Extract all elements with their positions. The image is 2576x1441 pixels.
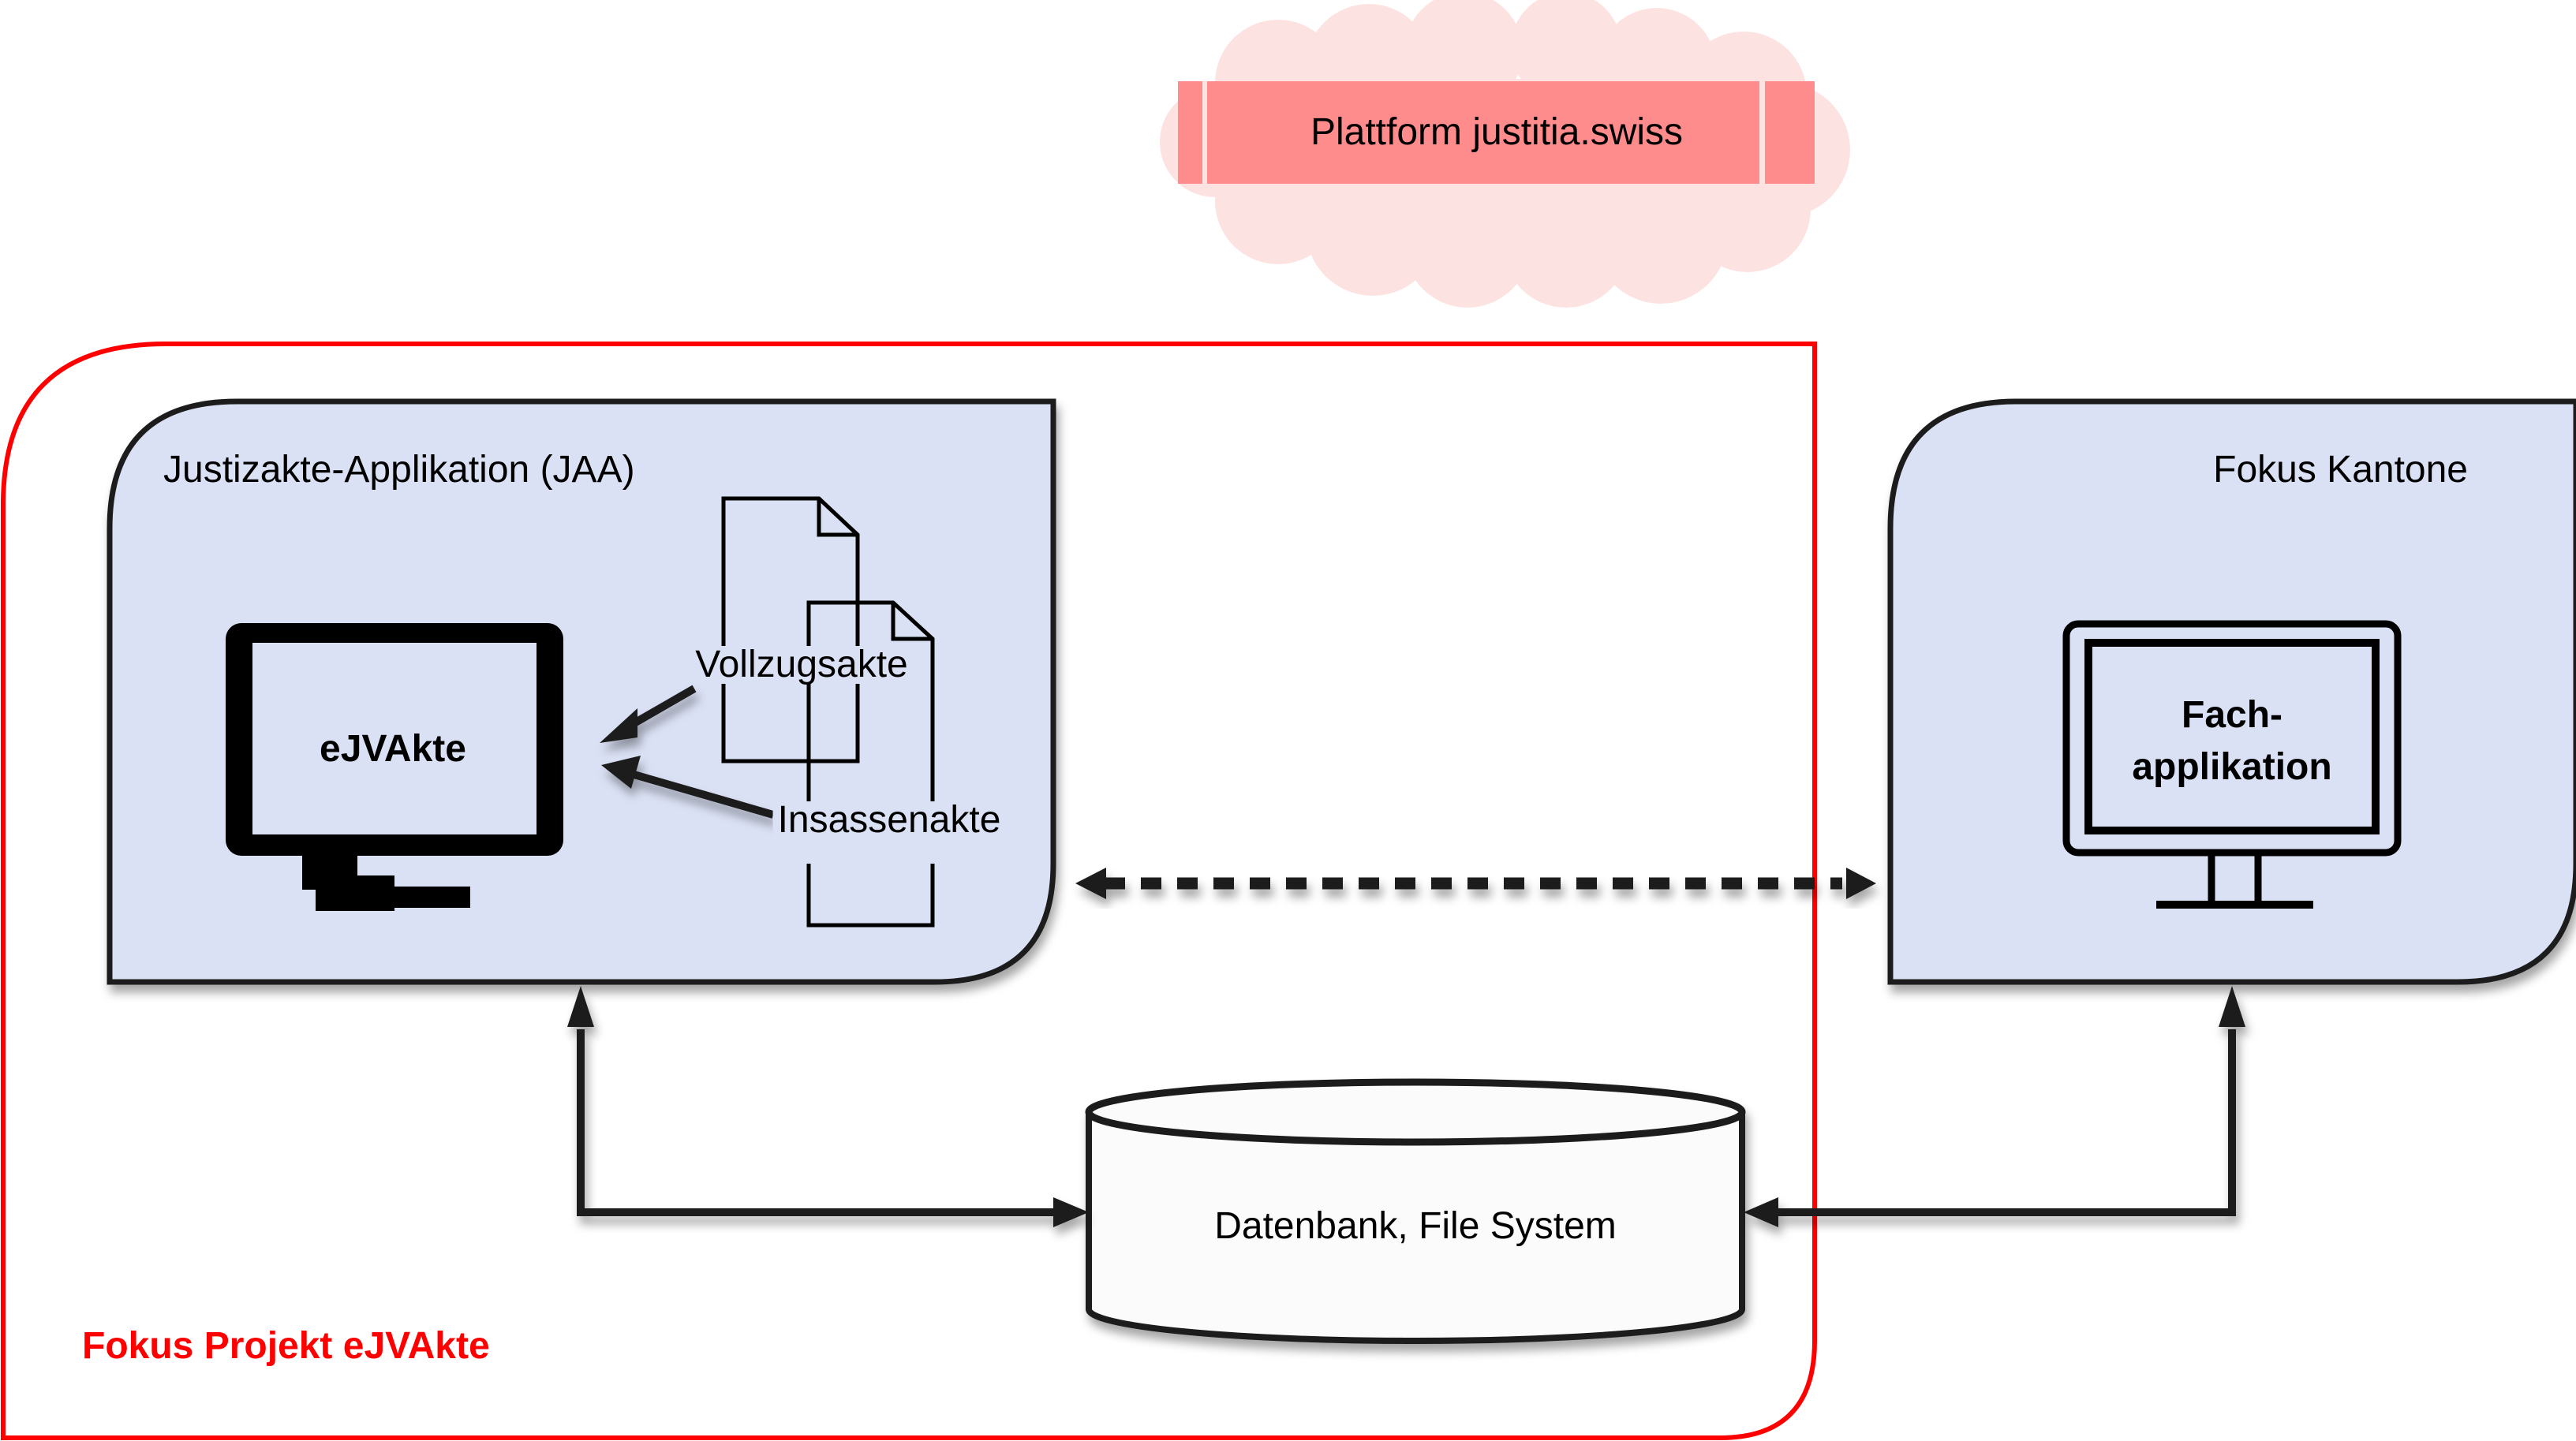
- monitor-icon-outline: [2062, 620, 2402, 909]
- arrowhead-right-icon: [1053, 1197, 1089, 1227]
- arrowhead-icon: [600, 708, 637, 743]
- right-storage-connector: [1744, 986, 2245, 1227]
- document-label-insassenakte: Insassenakte: [772, 801, 1006, 839]
- storage-label: Datenbank, File System: [1214, 1205, 1617, 1247]
- right-panel-title: Fokus Kantone: [2213, 449, 2468, 491]
- platform-band-right-cap: [1765, 81, 1815, 184]
- monitor-icon: [226, 623, 563, 911]
- platform-band-left-cap: [1178, 81, 1202, 184]
- monitor-label-fach: Fach-: [2181, 694, 2283, 736]
- document-arrows: [600, 685, 775, 819]
- platform-label: Plattform justitia.swiss: [1310, 111, 1684, 153]
- monitor-label-ejvakte: eJVAkte: [320, 728, 466, 770]
- platform-band: [1178, 81, 1815, 184]
- database-cylinder: [1085, 1078, 1746, 1344]
- document-label-vollzugsakte: Vollzugsakte: [690, 646, 913, 684]
- arrowhead-right-icon: [1846, 868, 1876, 899]
- dashed-bidirectional-arrow: [1075, 868, 1876, 899]
- monitor-label-applikation: applikation: [2132, 746, 2332, 788]
- arrowhead-icon: [601, 756, 641, 789]
- project-frame: [1, 342, 1817, 1440]
- right-panel-shape: [1887, 398, 2576, 985]
- arrowhead-up-icon: [2219, 986, 2245, 1027]
- arrowhead-left-icon: [1075, 868, 1106, 899]
- project-frame-label: Fokus Projekt eJVAkte: [82, 1325, 490, 1367]
- document-icon-vollzugsakte: [721, 496, 860, 763]
- arrowhead-up-icon: [567, 986, 594, 1027]
- left-panel-title: Justizakte-Applikation (JAA): [163, 449, 635, 491]
- arrowhead-left-icon: [1744, 1197, 1778, 1227]
- left-storage-connector: [567, 986, 1089, 1227]
